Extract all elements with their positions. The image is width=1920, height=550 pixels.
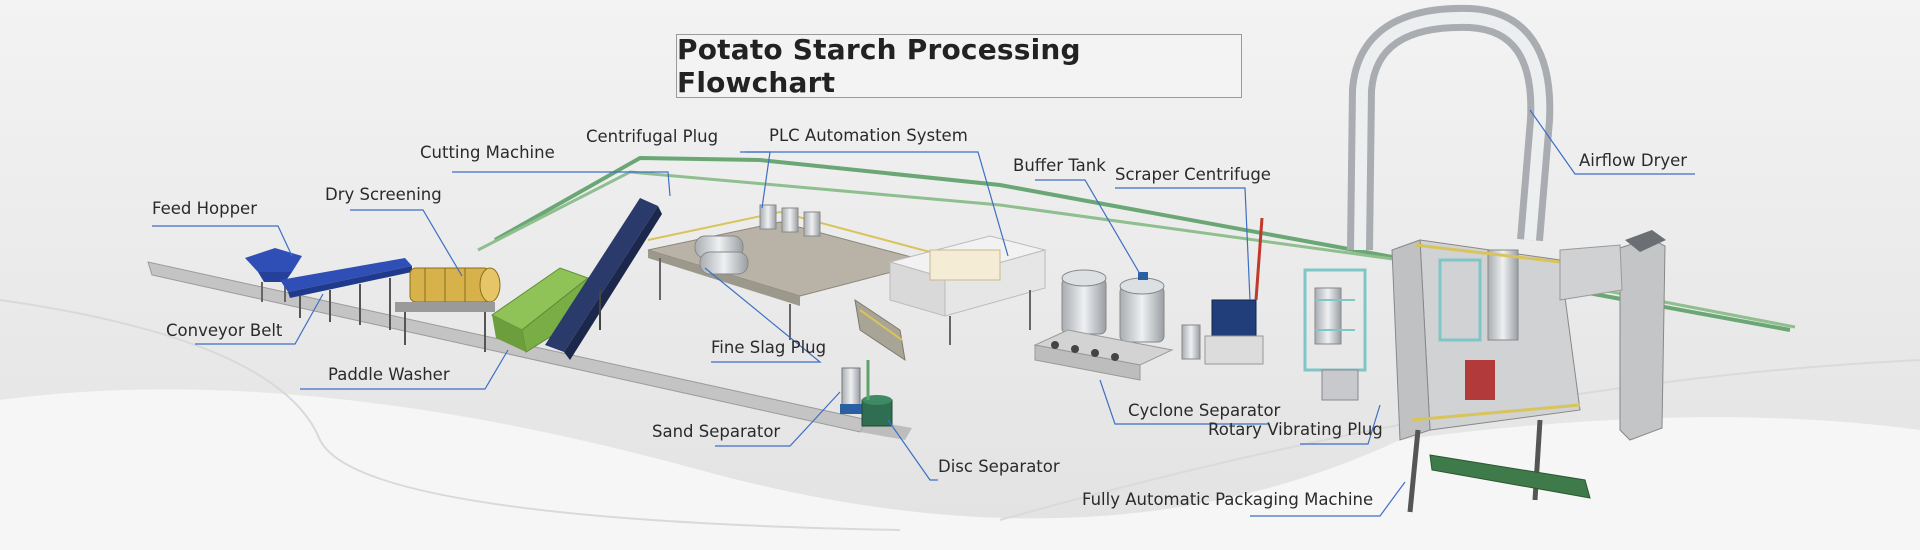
label-dry-screening: Dry Screening bbox=[325, 185, 442, 204]
buffer-tank-unit bbox=[1061, 269, 1165, 343]
airflow-dryer-unit bbox=[1303, 4, 1554, 401]
leader-scraper-centrifuge bbox=[1115, 187, 1251, 301]
leader-cutting-machine bbox=[452, 171, 671, 197]
floor-swoosh bbox=[0, 389, 1920, 550]
elevator-tower bbox=[1559, 230, 1666, 441]
label-feed-hopper: Feed Hopper bbox=[152, 199, 257, 218]
leader-sand-separator bbox=[715, 391, 841, 447]
leader-cyclone-separator bbox=[1099, 379, 1268, 425]
green-pipe-top bbox=[494, 155, 1791, 332]
label-buffer-tank: Buffer Tank bbox=[1013, 156, 1106, 175]
leader-paddle-washer bbox=[300, 349, 509, 390]
label-paddle-washer: Paddle Washer bbox=[328, 365, 450, 384]
label-conveyor-belt: Conveyor Belt bbox=[166, 321, 283, 340]
floor-swoosh-line bbox=[0, 299, 901, 531]
dry-screening-unit bbox=[395, 267, 501, 352]
cutting-machine-unit bbox=[545, 198, 662, 360]
leader-disc-separator bbox=[887, 419, 938, 481]
leader-dry-screening bbox=[350, 209, 463, 277]
label-plc-automation: PLC Automation System bbox=[769, 126, 968, 145]
label-airflow-dryer: Airflow Dryer bbox=[1579, 151, 1688, 170]
fine-slag-plug-unit bbox=[854, 298, 906, 362]
label-cutting-machine: Cutting Machine bbox=[420, 143, 555, 162]
leader-rotary-vibrating bbox=[1300, 404, 1381, 445]
diagram-title: Potato Starch Processing Flowchart bbox=[677, 33, 1081, 99]
label-centrifugal-plug: Centrifugal Plug bbox=[586, 127, 719, 146]
leader-feed-hopper bbox=[152, 225, 293, 257]
leader-fine-slag-plug bbox=[704, 267, 822, 363]
small-tanks bbox=[1181, 287, 1342, 360]
leader-buffer-tank bbox=[1035, 179, 1141, 275]
conveyor-belt-unit bbox=[280, 258, 412, 330]
cyclone-separator-unit bbox=[1033, 329, 1174, 381]
leader-plc-automation bbox=[740, 151, 1009, 257]
centrifugal-plug-unit bbox=[694, 204, 821, 275]
disc-separator-unit bbox=[861, 360, 893, 427]
leader-airflow-dryer bbox=[1529, 109, 1695, 175]
label-disc-separator: Disc Separator bbox=[938, 457, 1060, 476]
label-scraper-centrifuge: Scraper Centrifuge bbox=[1115, 165, 1271, 184]
label-packaging-machine: Fully Automatic Packaging Machine bbox=[1082, 490, 1374, 509]
leader-packaging-machine bbox=[1250, 481, 1406, 517]
title-box: Potato Starch Processing Flowchart bbox=[676, 33, 1242, 99]
packaging-building bbox=[1391, 239, 1591, 513]
feed-hopper-unit bbox=[245, 248, 302, 302]
label-sand-separator: Sand Separator bbox=[652, 422, 781, 441]
plc-automation-unit bbox=[888, 235, 1047, 345]
sand-separator-unit bbox=[840, 367, 862, 414]
scraper-centrifuge-unit bbox=[1204, 217, 1264, 365]
label-cyclone-separator: Cyclone Separator bbox=[1128, 401, 1281, 420]
label-rotary-vibrating-plug: Rotary Vibrating Plug bbox=[1208, 420, 1383, 439]
label-fine-slag-plug: Fine Slag Plug bbox=[711, 338, 827, 357]
paddle-washer-unit bbox=[491, 267, 591, 353]
leader-conveyor-belt bbox=[195, 293, 324, 345]
